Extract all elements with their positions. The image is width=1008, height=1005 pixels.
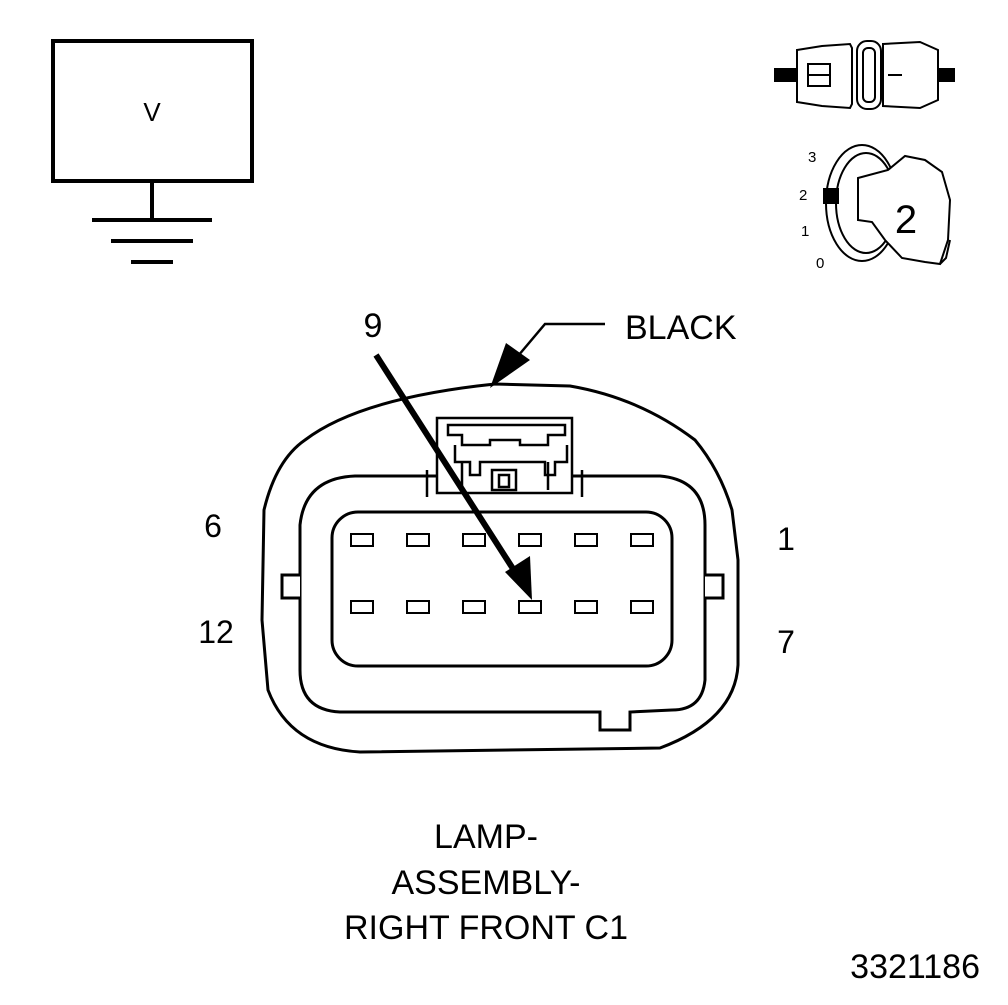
color-arrow-icon xyxy=(490,343,530,388)
key-position-0: 0 xyxy=(816,255,824,272)
label-pin-7: 7 xyxy=(777,624,795,660)
label-pin-12: 12 xyxy=(198,614,234,650)
figure-number: 3321186 xyxy=(850,948,980,986)
caption-line-2: ASSEMBLY- xyxy=(392,864,581,902)
terminal-face xyxy=(330,510,674,668)
pin-callout: 9 xyxy=(364,307,532,600)
pin-cavity-12 xyxy=(350,600,374,614)
pin-cavity-5 xyxy=(406,533,430,547)
terminal-pins xyxy=(350,533,654,614)
label-pin-1: 1 xyxy=(777,521,795,557)
connector-mating-icon xyxy=(774,40,955,110)
caption-line-3: RIGHT FRONT C1 xyxy=(344,909,628,947)
key-selected-position: 2 xyxy=(895,198,917,242)
pin-callout-number: 9 xyxy=(364,307,383,345)
connector-color-label: BLACK xyxy=(625,309,737,347)
voltmeter-symbol: V xyxy=(51,39,254,264)
key-position-2: 2 xyxy=(799,187,807,204)
locking-latch xyxy=(425,416,584,497)
pin-cavity-9 xyxy=(518,600,542,614)
color-callout: BLACK xyxy=(490,309,737,388)
pin-cavity-1 xyxy=(630,533,654,547)
key-position-1: 1 xyxy=(801,223,809,240)
arrow-head-icon xyxy=(505,556,532,600)
pin-cavity-10 xyxy=(462,600,486,614)
key-position-3: 3 xyxy=(808,149,816,166)
pin-cavity-2 xyxy=(574,533,598,547)
voltmeter-label: V xyxy=(143,97,161,127)
caption-line-1: LAMP- xyxy=(434,818,538,856)
pin-cavity-4 xyxy=(462,533,486,547)
pin-cavity-3 xyxy=(518,533,542,547)
pin-cavity-6 xyxy=(350,533,374,547)
ground-icon xyxy=(92,218,212,264)
connector-body xyxy=(260,382,740,754)
pin-cavity-8 xyxy=(574,600,598,614)
label-pin-6: 6 xyxy=(204,508,222,544)
key-switch-icon: 3 2 1 0 2 xyxy=(799,144,952,272)
pin-cavity-11 xyxy=(406,600,430,614)
pin-cavity-7 xyxy=(630,600,654,614)
connector-caption: LAMP- ASSEMBLY- RIGHT FRONT C1 xyxy=(344,818,628,947)
